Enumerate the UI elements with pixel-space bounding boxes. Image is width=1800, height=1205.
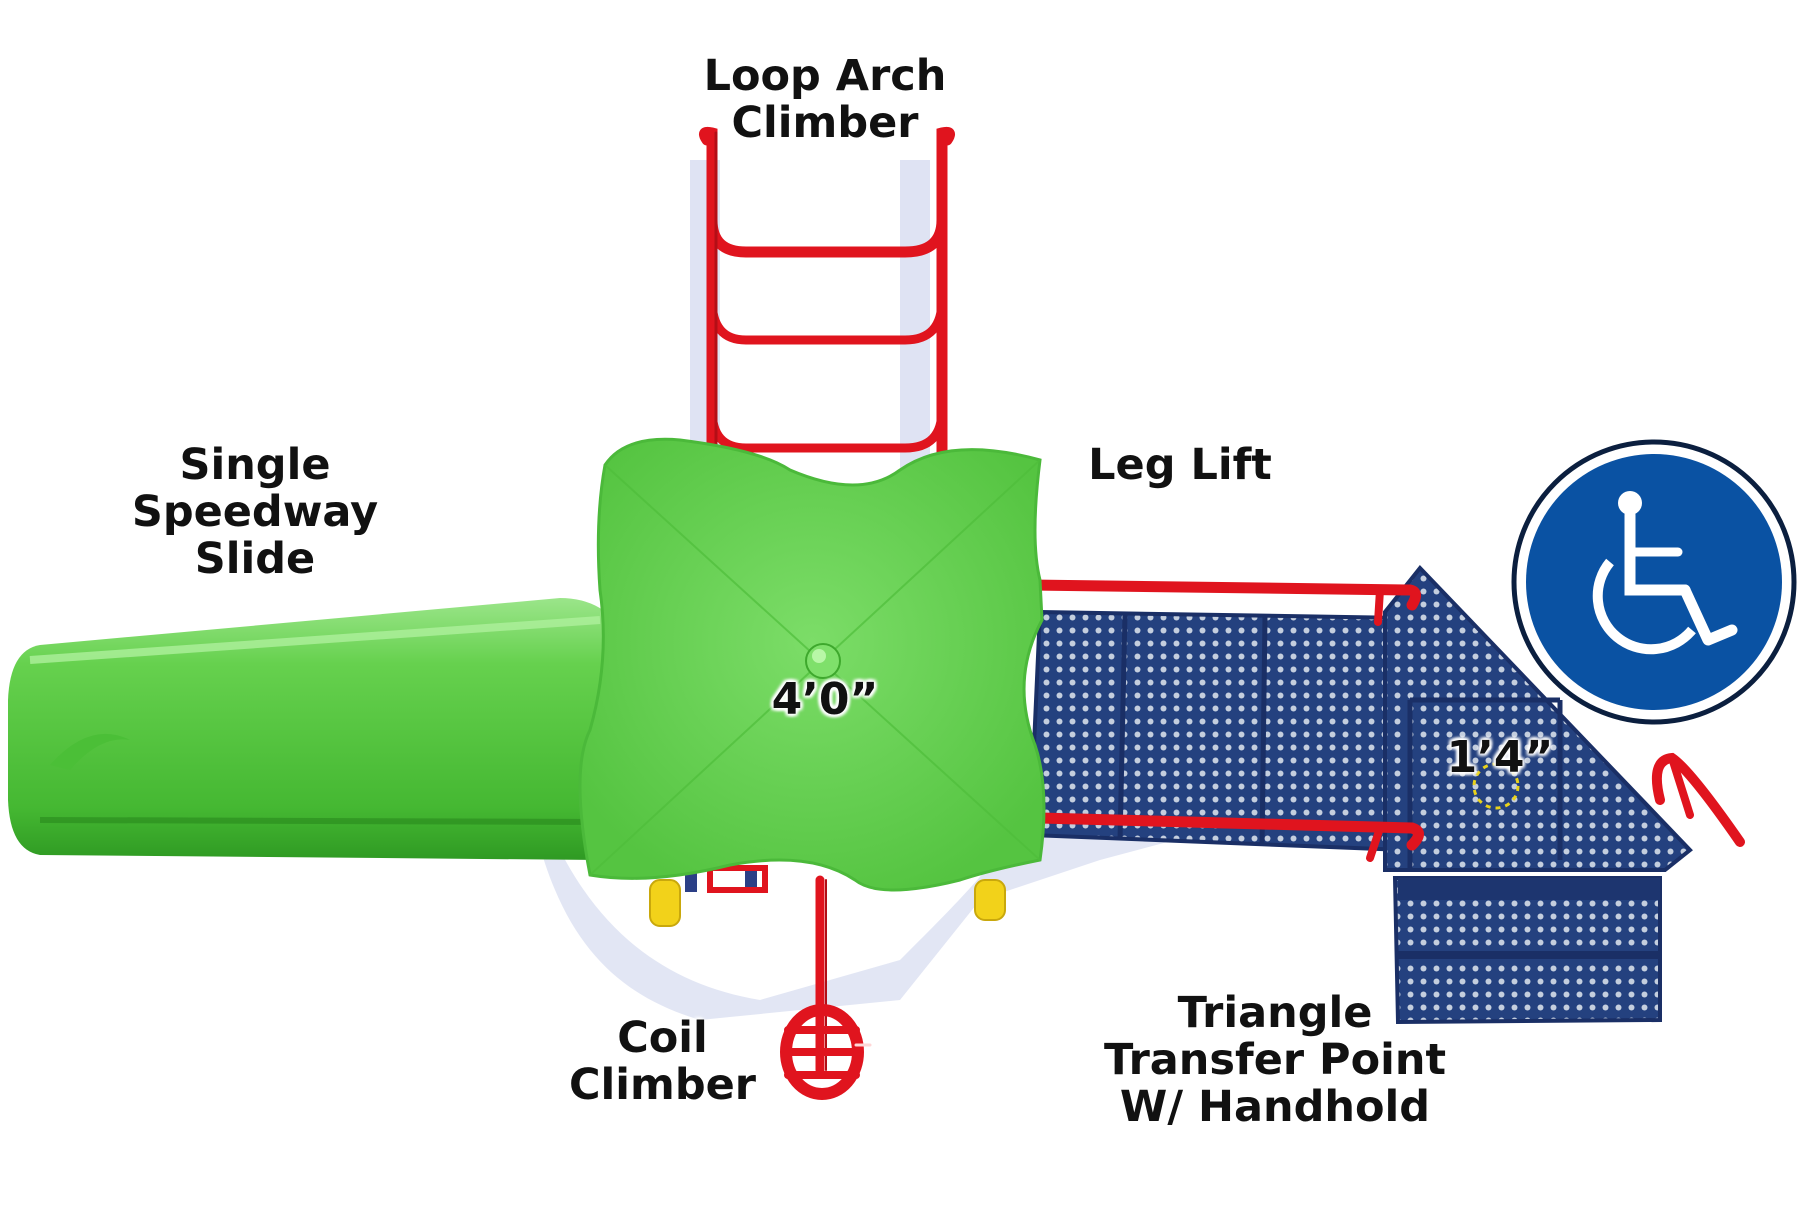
leg-lift-rails [1024,579,1745,862]
transfer-deck [1027,564,1693,1025]
label-leg-lift: Leg Lift [1088,440,1272,490]
transfer-height-label: 1’4” [1446,732,1554,783]
transfer-height-marker [1472,762,1520,810]
wheelchair-accessible-icon [1511,439,1797,725]
label-single-speedway-slide: Single Speedway Slide [131,440,379,584]
label-loop-arch-climber: Loop Arch Climber [703,51,947,148]
label-triangle-transfer-point: Triangle Transfer Point W/ Handhold [1103,988,1447,1132]
loop-arch-climber [699,126,955,476]
label-coil-climber: Coil Climber [569,1013,756,1110]
deck-height-label: 4’0” [771,674,879,725]
support-posts [649,865,1006,927]
deck-roof [578,437,1046,892]
single-speedway-slide [8,598,640,860]
coil-climber [780,875,872,1100]
